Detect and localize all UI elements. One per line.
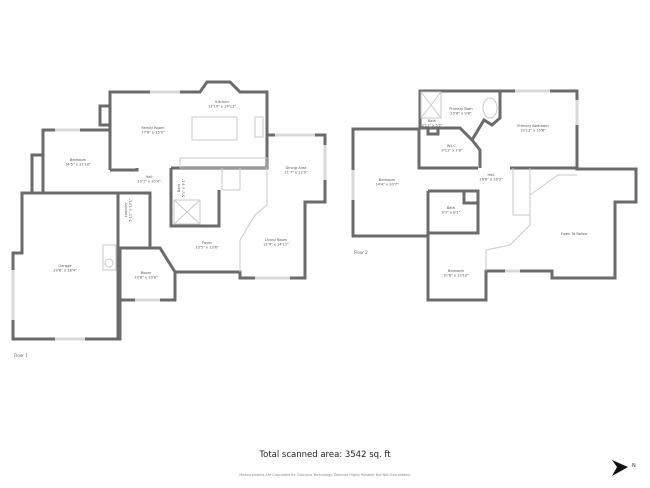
total-area: Total scanned area: 3542 sq. ft — [258, 450, 391, 460]
fireplace — [98, 104, 112, 127]
room-bath: Bath5'1" x 9'1" — [177, 178, 186, 197]
bedroom-wall — [41, 128, 110, 193]
north-arrow-icon: N — [612, 460, 636, 476]
disclaimer: Measurements Are Calculated By Cubicasa … — [239, 473, 410, 477]
stairs — [512, 168, 531, 216]
chimney — [426, 126, 440, 136]
floor-1-label: Floor 1 — [14, 353, 28, 358]
room-laundry: Laundry5'11" x 13'1" — [124, 198, 133, 222]
room-wic: W.I.C.9'11" x 7'8" — [441, 144, 462, 153]
kitchen-island — [191, 116, 238, 141]
compass-label: N — [632, 463, 636, 469]
floor-2-label: Floor 2 — [354, 250, 368, 255]
bathtub — [482, 97, 498, 119]
floor-1-outer-wall — [11, 80, 327, 341]
stairs — [221, 167, 241, 191]
floor-2-outer-wall — [351, 89, 638, 302]
room-open-to-below: Open To Below — [561, 232, 588, 236]
